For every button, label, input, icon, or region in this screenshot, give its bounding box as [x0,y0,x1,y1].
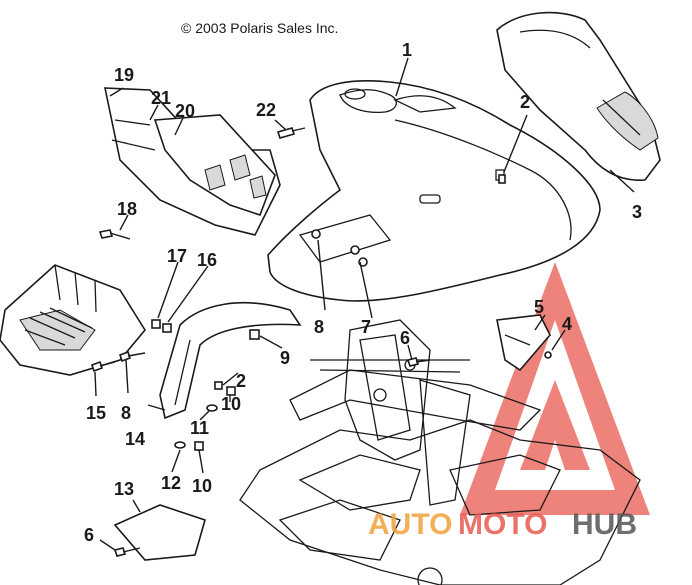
callout-15: 15 [86,403,106,423]
callout-16: 16 [197,250,217,270]
callout-5: 5 [534,297,544,317]
bolt-22-icon [276,127,306,139]
callout-17: 17 [167,246,187,266]
watermark-hub: HUB [572,508,637,541]
callout-3: 3 [632,202,642,222]
nut-9-icon [249,329,260,340]
watermark-text: AUTO MOTO HUB [368,508,637,541]
callout-20: 20 [175,101,195,121]
seat-part [496,11,661,181]
callout-8: 8 [314,317,324,337]
clip-2-icon [214,381,223,390]
bolt-6-icon [406,357,431,367]
bolt-8-icon [118,350,146,363]
callout-labels: 1 2 3 19 21 20 22 18 17 16 5 4 8 7 6 9 1… [84,40,642,545]
callout-8b: 8 [121,403,131,423]
footwell-part [0,264,146,376]
washer-12-icon [174,441,186,449]
callout-18: 18 [117,199,137,219]
lower-shield-part [113,504,206,561]
watermark-auto: AUTO [368,508,452,541]
bracket-part [496,314,551,372]
callout-10b: 10 [192,476,212,496]
fasteners [90,127,552,557]
bolt-18-icon [98,229,131,240]
callout-22: 22 [256,100,276,120]
fender-flare-part [159,301,302,420]
callout-21: 21 [151,88,171,108]
clip-2b-icon [498,174,506,184]
grommet-7-icon [350,245,368,267]
side-panel-part [104,87,281,236]
callout-2: 2 [520,92,530,112]
callout-1: 1 [402,40,412,60]
callout-10: 10 [221,394,241,414]
callout-11: 11 [190,418,209,438]
callout-6b: 6 [84,525,94,545]
nut-10b-icon [194,441,204,451]
screw-8b-icon [311,229,321,239]
nut-16-icon [162,323,172,333]
watermark-moto: MOTO [458,508,547,541]
washer-11-icon [206,404,218,412]
watermark-logo-icon [460,262,650,515]
callout-13: 13 [114,479,134,499]
frame-part [239,319,641,585]
nut-10-icon [226,386,236,396]
callout-9: 9 [280,348,290,368]
callout-12: 12 [161,473,181,493]
leader-lines [94,57,635,551]
callout-19: 19 [114,65,134,85]
copyright-text: © 2003 Polaris Sales Inc. [181,20,338,36]
callout-2b: 2 [236,371,246,391]
bolt-6b-icon [113,547,141,557]
callout-14: 14 [125,429,145,449]
bolt-15-icon [90,360,116,373]
screw-4-icon [544,351,552,359]
front-cab-part [267,80,601,302]
callout-7: 7 [361,317,371,337]
callout-6: 6 [400,328,410,348]
callout-4: 4 [562,314,572,334]
nut-17-icon [151,319,161,329]
